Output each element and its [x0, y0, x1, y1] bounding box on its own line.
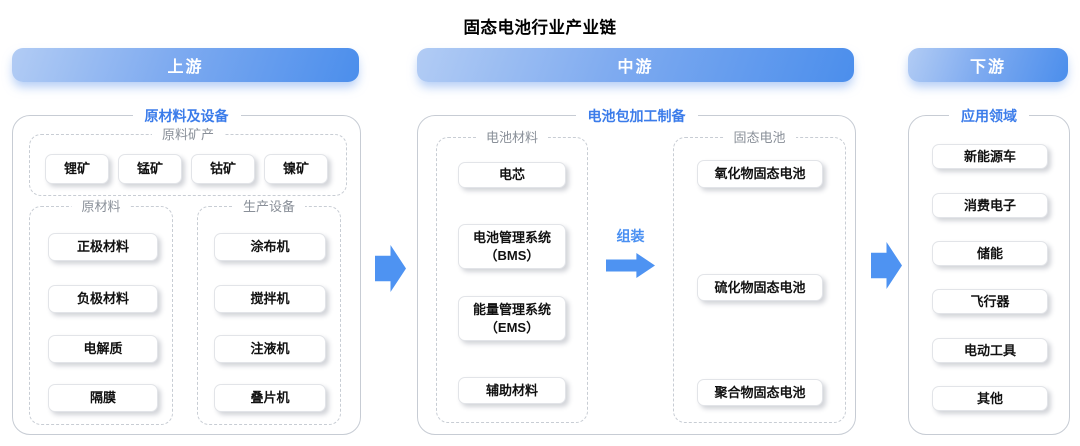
node-consumer-electronics: 消费电子 — [932, 193, 1048, 218]
upstream-panel-label: 原材料及设备 — [132, 107, 241, 125]
downstream-panel-label: 应用领域 — [949, 107, 1029, 125]
node-lithium-ore: 锂矿 — [45, 154, 109, 184]
node-others: 其他 — [932, 386, 1048, 411]
minerals-group: 原料矿产 锂矿 锰矿 钴矿 镍矿 — [29, 126, 347, 196]
raw-materials-group-label: 原材料 — [71, 198, 131, 216]
midstream-panel: 电池包加工制备 电池材料 电芯 电池管理系统 （BMS） 能量管理系统 （EMS… — [417, 107, 856, 435]
node-mixer-machine: 搅拌机 — [214, 285, 326, 313]
downstream-panel: 应用领域 新能源车 消费电子 储能 飞行器 电动工具 其他 — [908, 107, 1070, 435]
node-ems: 能量管理系统 （EMS） — [458, 296, 566, 341]
assembly-arrow — [606, 253, 655, 278]
node-nickel-ore: 镍矿 — [264, 154, 328, 184]
battery-materials-group: 电池材料 电芯 电池管理系统 （BMS） 能量管理系统 （EMS） 辅助材料 — [436, 129, 588, 423]
raw-materials-group: 原材料 正极材料 负极材料 电解质 隔膜 — [29, 198, 173, 425]
minerals-group-label: 原料矿产 — [151, 126, 225, 144]
node-battery-cell: 电芯 — [458, 162, 566, 188]
battery-materials-group-label: 电池材料 — [475, 129, 549, 147]
node-cathode-material: 正极材料 — [48, 233, 158, 261]
node-cobalt-ore: 钴矿 — [191, 154, 255, 184]
downstream-header: 下游 — [908, 48, 1068, 82]
node-sulfide-solid-battery: 硫化物固态电池 — [697, 274, 823, 301]
midstream-panel-label: 电池包加工制备 — [575, 107, 698, 125]
node-bms: 电池管理系统 （BMS） — [458, 224, 566, 269]
midstream-header: 中游 — [417, 48, 854, 82]
node-manganese-ore: 锰矿 — [118, 154, 182, 184]
node-new-energy-vehicle: 新能源车 — [932, 144, 1048, 169]
flow-arrow-upstream-to-midstream — [375, 245, 406, 292]
node-polymer-solid-battery: 聚合物固态电池 — [697, 379, 823, 406]
node-aircraft: 飞行器 — [932, 289, 1048, 314]
node-injection-machine: 注液机 — [214, 335, 326, 363]
node-electrolyte: 电解质 — [48, 335, 158, 363]
equipment-group-label: 生产设备 — [232, 198, 306, 216]
assembly-label: 组装 — [616, 228, 645, 244]
node-energy-storage: 储能 — [932, 241, 1048, 266]
flow-arrow-midstream-to-downstream — [871, 242, 902, 289]
node-auxiliary-materials: 辅助材料 — [458, 377, 566, 404]
upstream-panel: 原材料及设备 原料矿产 锂矿 锰矿 钴矿 镍矿 原材料 正极材料 负极材料 电解… — [12, 107, 361, 435]
node-anode-material: 负极材料 — [48, 285, 158, 313]
node-coating-machine: 涂布机 — [214, 233, 326, 261]
diagram-title: 固态电池行业产业链 — [463, 19, 617, 37]
solid-batteries-group-label: 固态电池 — [723, 129, 796, 147]
solid-batteries-group: 固态电池 氧化物固态电池 硫化物固态电池 聚合物固态电池 — [673, 129, 846, 423]
node-stacking-machine: 叠片机 — [214, 384, 326, 412]
node-separator: 隔膜 — [48, 384, 158, 412]
node-oxide-solid-battery: 氧化物固态电池 — [697, 160, 823, 188]
node-power-tools: 电动工具 — [932, 338, 1048, 363]
upstream-header: 上游 — [12, 48, 359, 82]
equipment-group: 生产设备 涂布机 搅拌机 注液机 叠片机 — [197, 198, 341, 425]
